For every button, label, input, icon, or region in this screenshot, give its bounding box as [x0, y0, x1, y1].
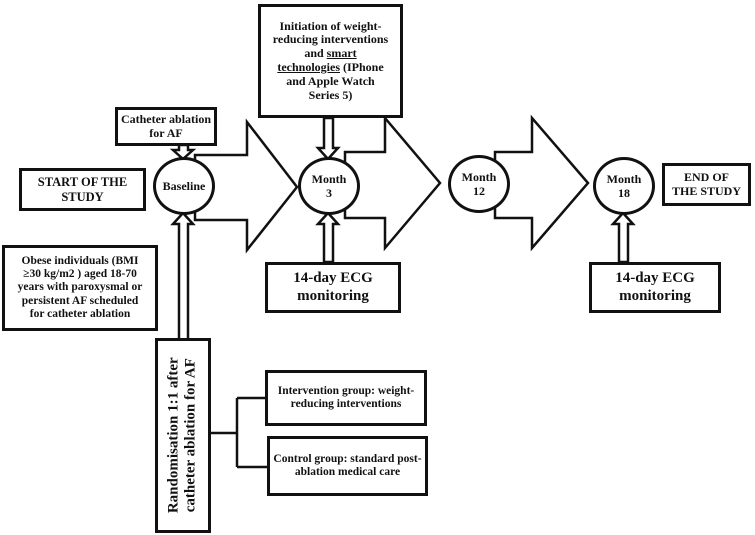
text: Series 5)	[308, 87, 353, 102]
text: persistent AF scheduled	[21, 294, 139, 307]
text: catheter ablation for AF	[183, 358, 200, 513]
ecg-monitoring-box-month3: 14-day ECG monitoring	[265, 262, 401, 313]
text: and	[304, 46, 327, 61]
milestone-month-18: Month 18	[593, 157, 655, 215]
ecg-monitoring-box-month18: 14-day ECG monitoring	[589, 262, 721, 313]
text: for catheter ablation	[29, 307, 131, 320]
up-arrow-month18	[610, 211, 636, 264]
timeline-arrow-1	[193, 118, 299, 254]
control-group-box: Control group: standard post- ablation m…	[267, 436, 428, 496]
population-box: Obese individuals (BMI ≥30 kg/m2 ) aged …	[2, 245, 158, 331]
catheter-ablation-box: Catheter ablation for AF	[115, 107, 217, 146]
text: Randomisation 1:1 after	[165, 357, 182, 514]
text: Baseline	[162, 178, 206, 193]
timeline-arrow-2	[343, 114, 442, 252]
text: END OF	[684, 169, 729, 184]
text: and Apple Watch	[286, 73, 375, 88]
text: STUDY	[61, 189, 104, 204]
text: and smart	[304, 46, 357, 61]
text: smart	[326, 46, 357, 61]
group-bracket	[210, 396, 268, 469]
text: monitoring	[297, 287, 369, 304]
text: Initiation of weight-	[279, 18, 382, 33]
text: START OF THE	[37, 175, 128, 190]
randomisation-text: Randomisation 1:1 after catheter ablatio…	[166, 358, 201, 514]
text: 14-day ECG	[293, 270, 373, 287]
text: technologies (IPhone	[277, 60, 384, 75]
milestone-month-3: Month 3	[298, 157, 360, 215]
text: monitoring	[619, 287, 691, 304]
intervention-group-box: Intervention group: weight- reducing int…	[265, 370, 427, 426]
text: Month	[606, 171, 642, 186]
end-of-study-box: END OF THE STUDY	[662, 163, 751, 206]
milestone-baseline: Baseline	[153, 157, 215, 215]
text: 18	[618, 186, 630, 200]
text: Obese individuals (BMI	[21, 254, 139, 267]
text: Control group: standard post-	[273, 452, 422, 465]
text: Month	[461, 169, 497, 184]
text: reducing interventions	[290, 398, 402, 410]
text: Intervention group: weight-	[277, 384, 415, 397]
text: technologies	[277, 60, 340, 74]
text: (IPhone	[340, 60, 384, 74]
text: Catheter ablation	[120, 111, 212, 126]
up-arrow-baseline	[170, 211, 196, 342]
timeline-arrow-3	[493, 114, 590, 252]
text: for AF	[149, 125, 183, 140]
text: 12	[473, 184, 485, 198]
text: reducing interventions	[272, 32, 389, 47]
text: Month	[311, 171, 347, 186]
text: 14-day ECG	[615, 270, 695, 287]
text: ≥30 kg/m2 ) aged 18-70	[23, 268, 137, 281]
up-arrow-month3	[315, 211, 341, 264]
down-arrow-top-box	[315, 116, 341, 161]
smart-technologies-box: Initiation of weight- reducing intervent…	[258, 4, 403, 118]
text: years with paroxysmal or	[17, 281, 143, 294]
text: ablation medical care	[294, 466, 401, 478]
milestone-month-12: Month 12	[448, 155, 510, 213]
text: 3	[326, 186, 332, 200]
start-of-study-box: START OF THE STUDY	[19, 168, 146, 211]
randomisation-box: Randomisation 1:1 after catheter ablatio…	[155, 338, 211, 533]
text: THE STUDY	[671, 183, 742, 198]
